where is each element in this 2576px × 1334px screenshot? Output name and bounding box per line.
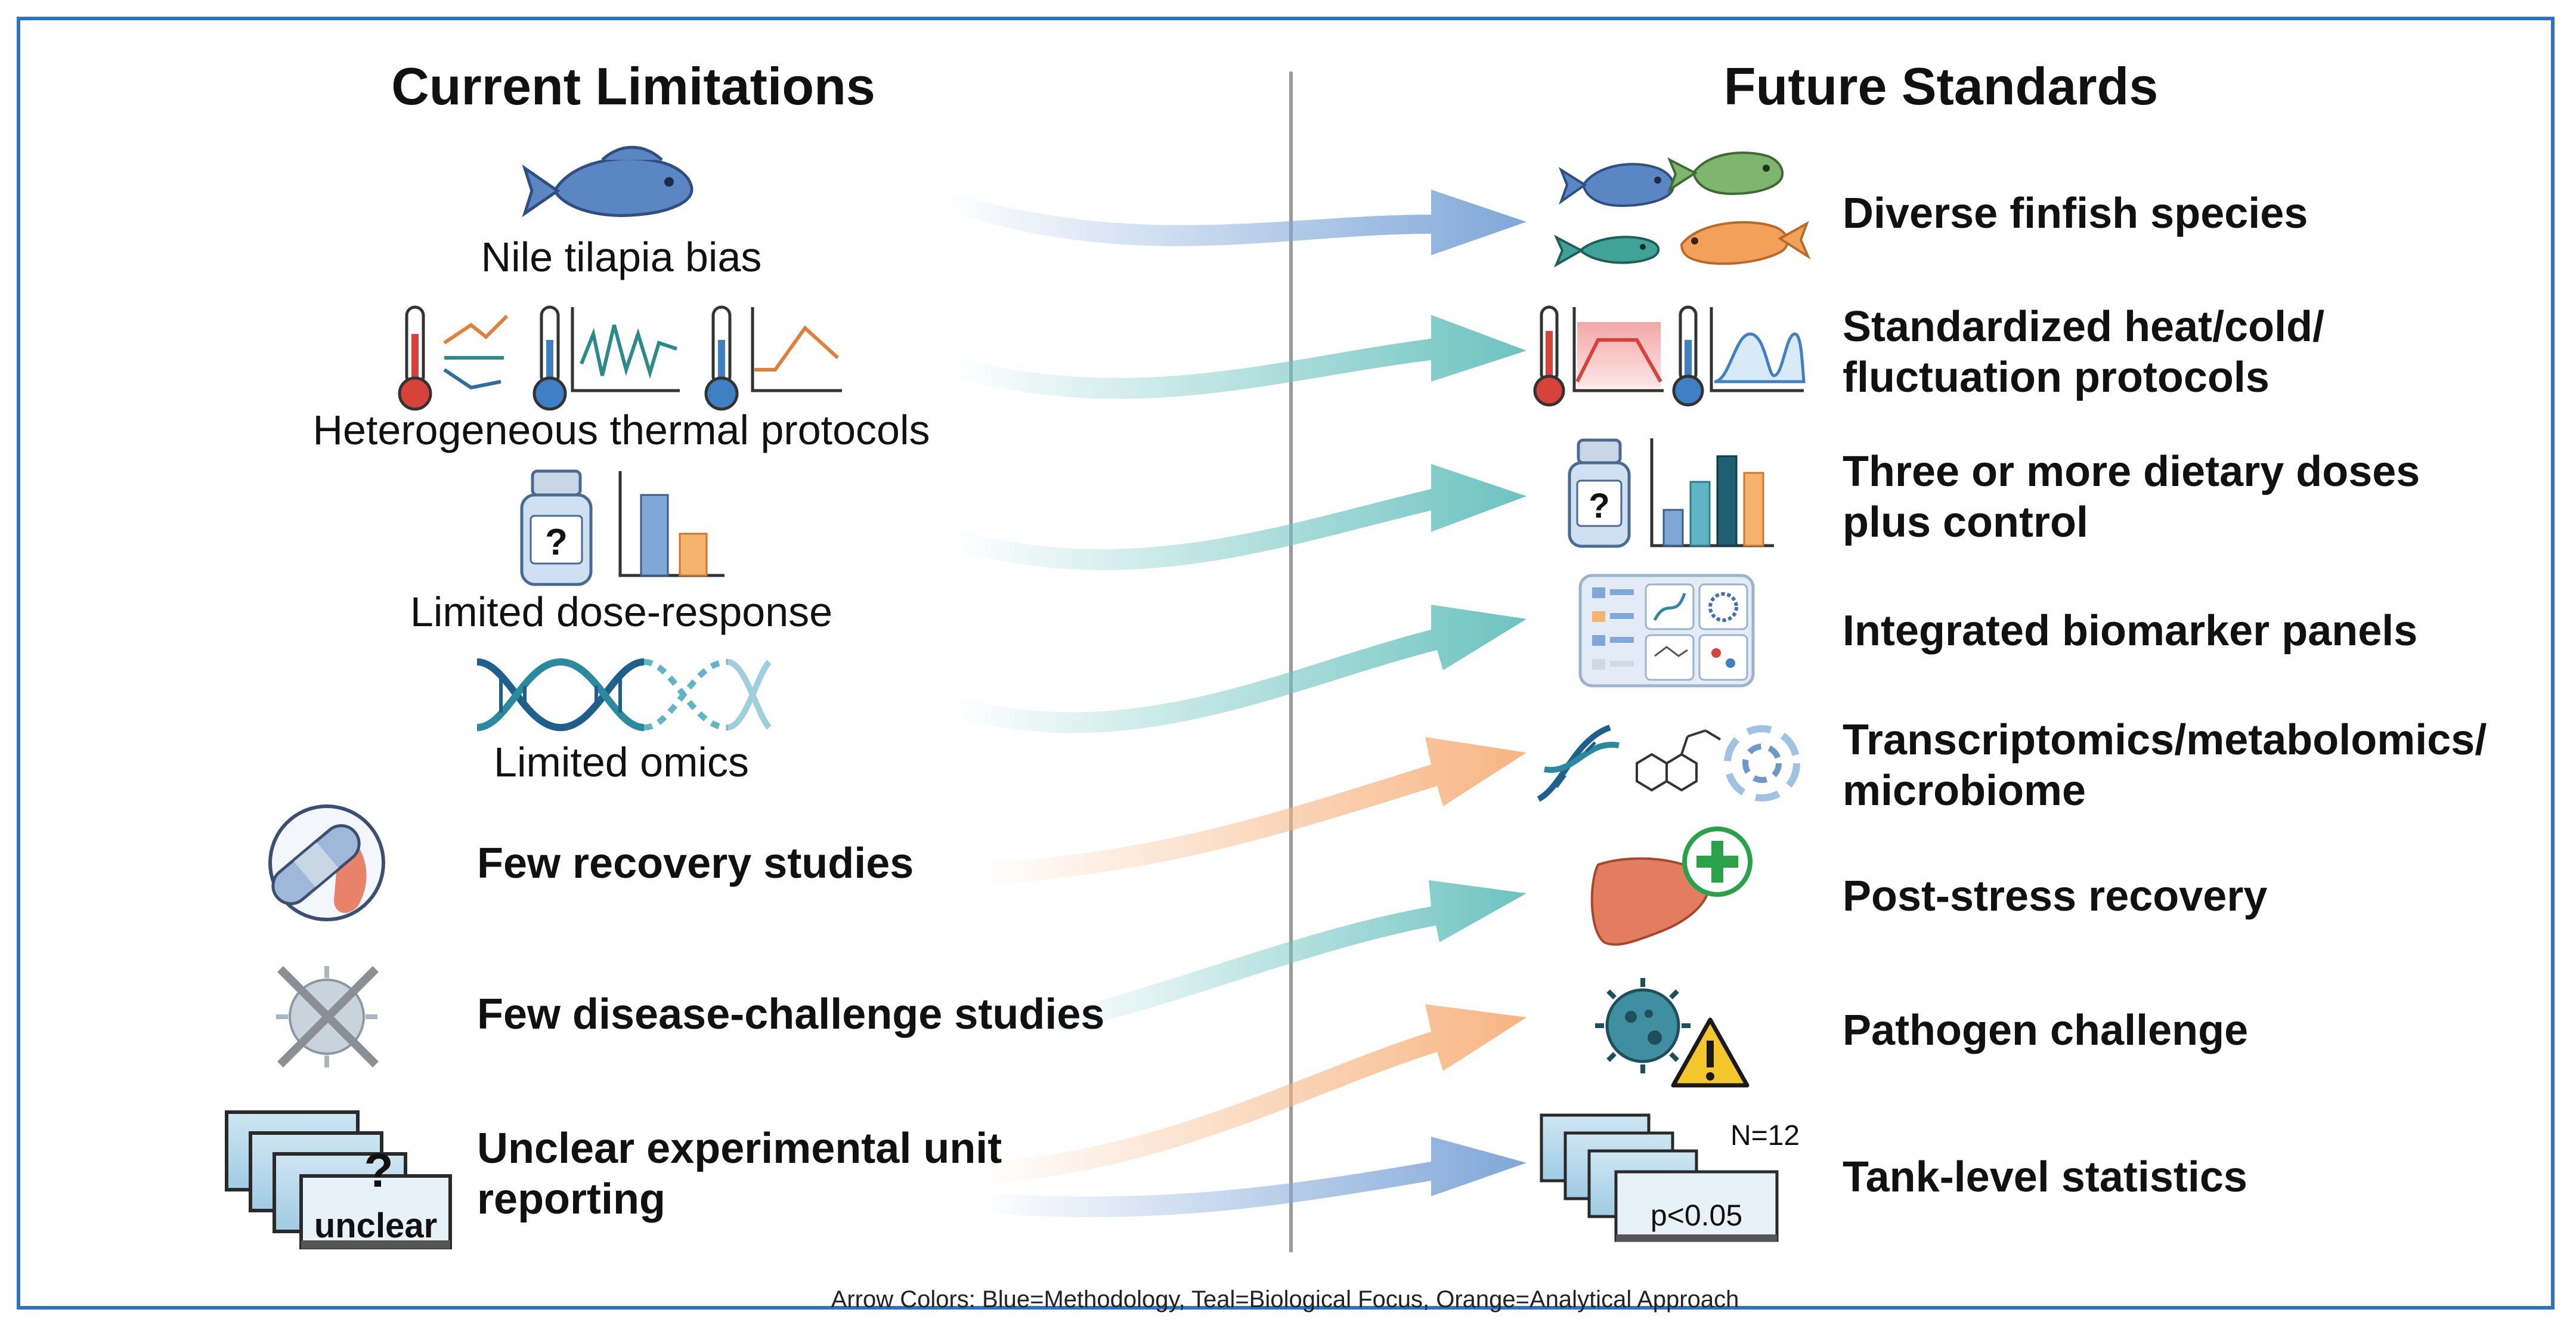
crossed-virus-icon bbox=[276, 966, 379, 1067]
liver-plus-icon bbox=[1590, 827, 1753, 946]
biomarker-panel-icon bbox=[1578, 574, 1755, 688]
thermometer-icon bbox=[1672, 305, 1704, 407]
disease-label: Few disease-challenge studies bbox=[477, 991, 1104, 1038]
stacked-tanks-icon: ? unclear bbox=[225, 1110, 452, 1249]
blue-fish-icon bbox=[1558, 163, 1675, 208]
molecule-structure-icon bbox=[1636, 729, 1722, 792]
warning-triangle-icon bbox=[1671, 1017, 1750, 1088]
dose-label: Limited dose-response bbox=[410, 589, 832, 635]
arrow-disease-to-recovery bbox=[1049, 880, 1527, 1035]
post-stress-label: Post-stress recovery bbox=[1843, 872, 2267, 920]
thermal-protocol-icons bbox=[398, 305, 842, 411]
arrow-color-legend: Arrow Colors: Blue=Methodology, Teal=Bio… bbox=[831, 1286, 1739, 1313]
wave-chart-icon bbox=[1710, 307, 1806, 392]
ramp-chart-icon bbox=[751, 307, 842, 392]
dose-levels-bar-chart-icon bbox=[1650, 438, 1774, 547]
thermometer-icon bbox=[704, 305, 739, 411]
arrow-tilapia-to-species bbox=[942, 190, 1527, 255]
arrow-unclear-to-tank bbox=[978, 1137, 1527, 1217]
arrow-unclear-to-pathogen bbox=[978, 1004, 1527, 1184]
arrow-thermal-to-protocols bbox=[954, 315, 1527, 399]
tilapia-label: Nile tilapia bias bbox=[481, 234, 762, 280]
orange-fish-icon bbox=[1680, 221, 1811, 265]
omics-icons bbox=[1537, 725, 1800, 802]
trend-arrows-icon bbox=[443, 314, 509, 390]
unclear-badge: unclear bbox=[314, 1206, 437, 1245]
tank-statistics-icon: p<0.05 N=12 bbox=[1540, 1113, 1800, 1242]
teal-fish-icon bbox=[1553, 234, 1660, 268]
biomarker-label: Integrated biomarker panels bbox=[1843, 607, 2417, 655]
unclear-label-line1: Unclear experimental unit bbox=[477, 1125, 1002, 1172]
tilapia-fish-icon bbox=[522, 146, 693, 218]
omics-label: Limited omics bbox=[494, 739, 749, 785]
doses-label-line1: Three or more dietary doses bbox=[1843, 448, 2420, 496]
dna-helix-icon bbox=[476, 658, 772, 732]
arrow-omics-to-biomarker bbox=[954, 605, 1527, 733]
supplement-bottle-icon: ? bbox=[1568, 438, 1631, 548]
green-fish-icon bbox=[1667, 151, 1784, 196]
left-header: Current Limitations bbox=[391, 57, 875, 116]
unclear-label-line2: reporting bbox=[477, 1175, 665, 1223]
pathogen-label: Pathogen challenge bbox=[1843, 1007, 2248, 1054]
standardized-protocol-icons bbox=[1533, 305, 1806, 407]
tank-question-mark: ? bbox=[364, 1144, 394, 1197]
dna-helix-icon bbox=[1537, 725, 1620, 802]
thermometer-icon bbox=[398, 305, 432, 411]
bottle-question-mark: ? bbox=[545, 522, 568, 563]
recovery-label: Few recovery studies bbox=[477, 840, 914, 887]
heat-plateau-chart-icon bbox=[1572, 307, 1664, 392]
bottle-question-mark: ? bbox=[1589, 487, 1609, 525]
transcriptomics-label-line1: Transcriptomics/metabolomics/ bbox=[1843, 716, 2487, 764]
protocols-label-line1: Standardized heat/cold/ bbox=[1843, 303, 2324, 351]
tank-statistics-label: Tank-level statistics bbox=[1843, 1153, 2247, 1201]
fluctuation-chart-icon bbox=[571, 307, 680, 392]
pathogen-warning-icon bbox=[1595, 978, 1750, 1088]
p-value-label: p<0.05 bbox=[1651, 1199, 1742, 1232]
species-label: Diverse finfish species bbox=[1843, 190, 2308, 237]
arrow-layer bbox=[942, 190, 1527, 1217]
right-header: Future Standards bbox=[1724, 57, 2159, 116]
diverse-fish-icons bbox=[1553, 151, 1811, 268]
microbiome-icon bbox=[1724, 725, 1800, 801]
thermometer-icon bbox=[1533, 305, 1565, 407]
thermometer-icon bbox=[532, 305, 567, 411]
sample-size-label: N=12 bbox=[1730, 1120, 1800, 1152]
dose-bar-chart-icon bbox=[618, 471, 724, 577]
thermal-label: Heterogeneous thermal protocols bbox=[312, 407, 930, 453]
virus-icon bbox=[1595, 978, 1690, 1073]
arrow-recovery-to-transcriptomics bbox=[978, 737, 1527, 885]
arrow-dose-to-doses bbox=[954, 464, 1527, 571]
bandage-icon bbox=[268, 804, 385, 921]
doses-label-line2: plus control bbox=[1843, 499, 2088, 546]
protocols-label-line2: fluctuation protocols bbox=[1843, 354, 2270, 401]
transcriptomics-label-line2: microbiome bbox=[1843, 767, 2086, 815]
supplement-bottle-icon: ? bbox=[520, 469, 593, 586]
